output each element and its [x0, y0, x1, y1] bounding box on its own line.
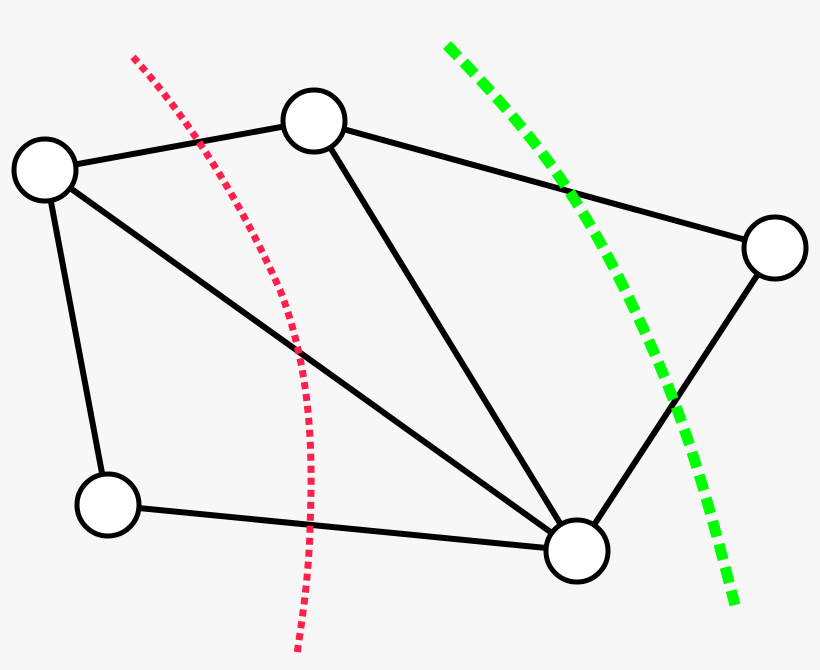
- green-cut-line: [443, 41, 741, 607]
- edge-n4-n5: [107, 502, 578, 554]
- edge-n3-n5: [574, 246, 778, 553]
- edges: [42, 118, 778, 554]
- nodes: [11, 87, 809, 585]
- node-n1: [11, 136, 79, 204]
- edge-n2-n3: [313, 118, 776, 251]
- edge-n1-n2: [44, 118, 315, 173]
- node-n4: [74, 471, 142, 539]
- edge-n1-n5: [43, 167, 579, 554]
- edge-n2-n5: [311, 119, 580, 553]
- red-cut-line: [130, 54, 315, 656]
- node-n3: [741, 214, 809, 282]
- cuts: [130, 41, 741, 656]
- node-n5: [543, 517, 611, 585]
- edge-n1-n4: [42, 169, 111, 506]
- node-n2: [280, 87, 348, 155]
